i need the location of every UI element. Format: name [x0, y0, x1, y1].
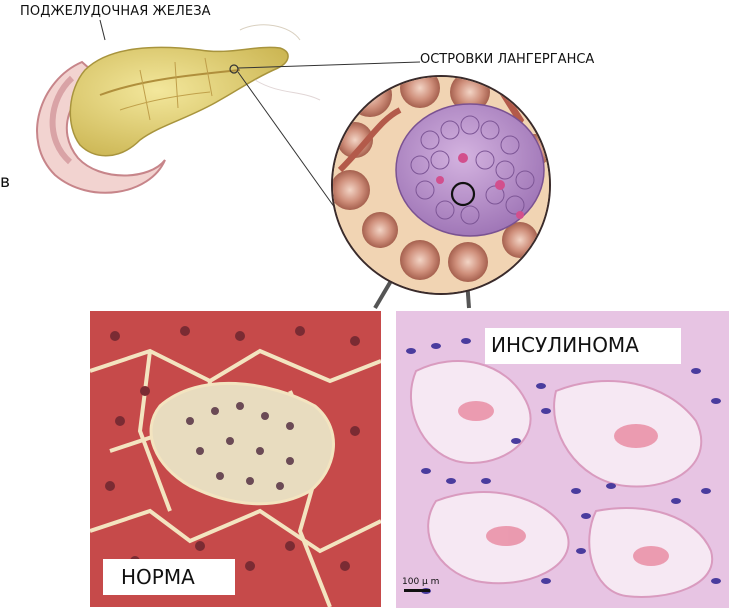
pancreas-label: ПОДЖЕЛУДОЧНАЯ ЖЕЛЕЗА [20, 4, 211, 19]
cropped-text: в [0, 172, 10, 192]
islets-label: ОСТРОВКИ ЛАНГЕРГАНСА [420, 52, 594, 67]
normal-label: НОРМА [103, 559, 235, 595]
scale-label: 100 μ m [402, 577, 439, 587]
islet-magnification [330, 68, 560, 295]
insulinoma-label: ИНСУЛИНОМА [485, 328, 681, 364]
pancreas-illustration [70, 25, 320, 156]
scale-bar [404, 589, 430, 592]
